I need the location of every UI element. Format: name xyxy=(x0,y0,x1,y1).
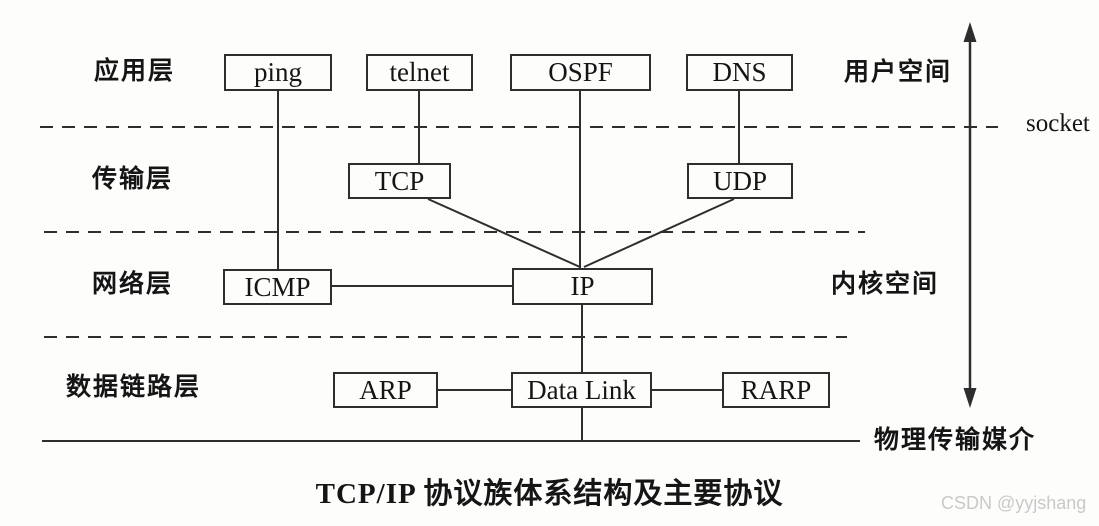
diagram-caption: TCP/IP 协议族体系结构及主要协议 xyxy=(315,478,784,510)
span-arrow-up-head xyxy=(963,22,977,42)
node-icmp: ICMP xyxy=(223,269,332,305)
connector-udp-ip xyxy=(583,198,735,268)
node-dns: DNS xyxy=(686,54,793,91)
node-tcp: TCP xyxy=(348,163,451,199)
csdn-watermark: CSDN @yyjshang xyxy=(941,493,1087,513)
layer-label-datalink: 数据链路层 xyxy=(66,374,202,401)
annotation-socket: socket xyxy=(1026,110,1090,137)
annotation-physical-medium: 物理传输媒介 xyxy=(874,427,1037,454)
span-arrow-down-head xyxy=(963,388,977,408)
layer-label-transport: 传输层 xyxy=(92,166,174,193)
node-telnet: telnet xyxy=(366,54,473,91)
layer-label-application: 应用层 xyxy=(94,58,176,85)
annotation-user-space: 用户空间 xyxy=(844,59,953,86)
node-rarp: RARP xyxy=(722,372,830,408)
layer-label-network: 网络层 xyxy=(92,271,174,298)
node-ip: IP xyxy=(512,268,653,305)
node-arp: ARP xyxy=(333,372,438,408)
node-data-link: Data Link xyxy=(511,372,652,408)
connector-tcp-ip xyxy=(427,198,581,268)
annotation-kernel-space: 内核空间 xyxy=(831,271,940,298)
node-udp: UDP xyxy=(687,163,793,199)
node-ospf: OSPF xyxy=(510,54,651,91)
node-ping: ping xyxy=(224,54,332,91)
